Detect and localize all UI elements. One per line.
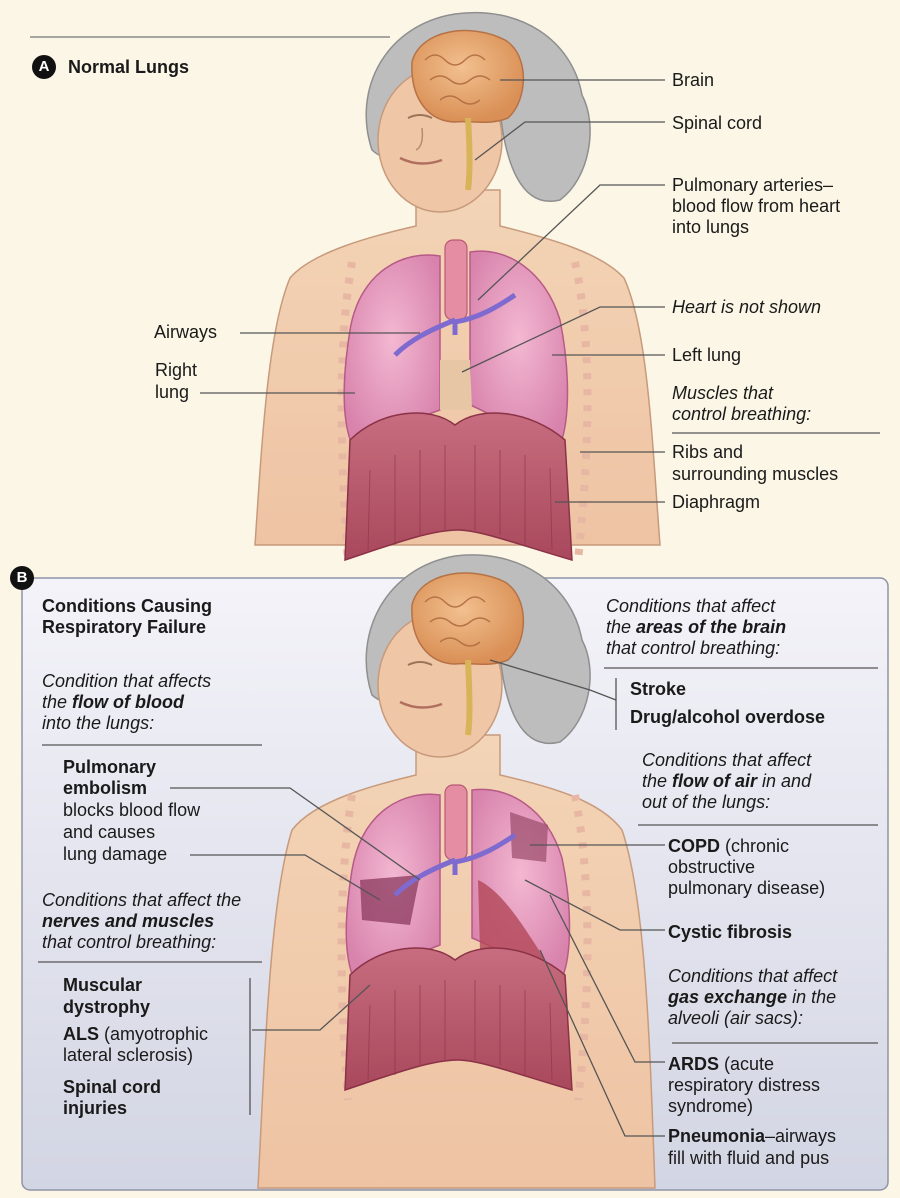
label-pulmonary-arteries-1: Pulmonary arteries– xyxy=(672,175,834,195)
cystic-fibrosis-label: Cystic fibrosis xyxy=(668,922,793,942)
nerves-header-1: Conditions that affect the xyxy=(42,890,242,910)
blood-flow-header-3: into the lungs: xyxy=(42,713,155,733)
air-flow-header-2: the flow of air in and xyxy=(642,771,812,791)
gas-exchange-header-3: alveoli (air sacs): xyxy=(668,1008,804,1028)
label-airways: Airways xyxy=(154,322,218,342)
pulmonary-embolism-title-2: embolism xyxy=(63,778,148,798)
label-muscles-header-2: control breathing: xyxy=(672,404,812,424)
panel-a-badge: A xyxy=(32,55,56,79)
gas-exchange-header-1: Conditions that affect xyxy=(668,966,838,986)
spinal-cord-injuries-1: Spinal cord xyxy=(63,1077,162,1097)
panel-a-title: Normal Lungs xyxy=(68,57,190,77)
copd-line-1: COPD (chronic xyxy=(668,836,790,856)
ribs-b xyxy=(337,794,592,1101)
diaphragm-b xyxy=(344,947,573,1092)
label-spinal-cord: Spinal cord xyxy=(672,113,763,133)
muscular-dystrophy-1: Muscular xyxy=(63,975,143,995)
label-diaphragm: Diaphragm xyxy=(672,492,761,512)
label-pulmonary-arteries-2: blood flow from heart xyxy=(672,196,841,216)
copd-line-3: pulmonary disease) xyxy=(668,878,826,898)
blood-flow-header-1: Condition that affects xyxy=(42,671,212,691)
pneumonia-line-1: Pneumonia–airways xyxy=(668,1126,837,1146)
pulmonary-arteries-a xyxy=(393,292,517,357)
muscular-dystrophy-2: dystrophy xyxy=(63,997,151,1017)
trachea-b xyxy=(444,784,468,861)
mediastinum-a xyxy=(440,360,472,410)
label-brain: Brain xyxy=(672,70,715,90)
spinal-cord-injuries-2: injuries xyxy=(63,1098,128,1118)
figure-a xyxy=(254,11,661,562)
overdose-label: Drug/alcohol overdose xyxy=(630,707,826,727)
pneumonia-fluid xyxy=(478,880,545,960)
figure-b xyxy=(257,554,656,1189)
stroke-label: Stroke xyxy=(630,679,687,699)
label-muscles-header-1: Muscles that xyxy=(672,383,774,403)
nerves-header-3: that control breathing: xyxy=(42,932,217,952)
panel-b-title-1: Conditions Causing xyxy=(42,596,212,616)
label-pulmonary-arteries-3: into lungs xyxy=(672,217,750,237)
air-flow-header-3: out of the lungs: xyxy=(642,792,771,812)
pulmonary-embolism-desc-3: lung damage xyxy=(63,844,168,864)
diaphragm-a xyxy=(344,412,573,562)
brain-areas-header-1: Conditions that affect xyxy=(606,596,776,616)
nerves-header-2: nerves and muscles xyxy=(42,911,215,931)
blood-flow-header-2: the flow of blood xyxy=(42,692,184,712)
copd-damage xyxy=(510,812,548,862)
ards-line-1: ARDS (acute xyxy=(668,1054,775,1074)
panel-b-title-2: Respiratory Failure xyxy=(42,617,207,637)
spinal-cord-b xyxy=(465,659,473,736)
leaders-a xyxy=(200,79,880,503)
brain-b xyxy=(411,572,525,666)
gas-exchange-header-2: gas exchange in the xyxy=(668,987,837,1007)
pulmonary-arteries-b xyxy=(393,832,517,897)
pulmonary-embolism-title-1: Pulmonary xyxy=(63,757,157,777)
ards-line-3: syndrome) xyxy=(668,1096,754,1116)
als-line-2: lateral sclerosis) xyxy=(63,1045,194,1065)
label-ribs-2: surrounding muscles xyxy=(672,464,839,484)
brain-areas-header-3: that control breathing: xyxy=(606,638,781,658)
ards-line-2: respiratory distress xyxy=(668,1075,821,1095)
panel-b-badge: B xyxy=(10,566,34,590)
label-left-lung: Left lung xyxy=(672,345,742,365)
air-flow-header-1: Conditions that affect xyxy=(642,750,812,770)
copd-line-2: obstructive xyxy=(668,857,756,877)
label-ribs-1: Ribs and xyxy=(672,442,744,462)
pulmonary-embolism-desc-1: blocks blood flow xyxy=(63,800,201,820)
als-line-1: ALS (amyotrophic xyxy=(63,1024,209,1044)
brain-areas-header-2: the areas of the brain xyxy=(606,617,787,637)
label-heart-not-shown: Heart is not shown xyxy=(672,297,822,317)
pneumonia-line-2: fill with fluid and pus xyxy=(668,1148,830,1168)
leaders-b xyxy=(38,659,878,1137)
label-right-lung-2: lung xyxy=(155,382,190,402)
pulmonary-embolism-desc-2: and causes xyxy=(63,822,156,842)
trachea-a xyxy=(444,239,468,321)
brain-a xyxy=(411,29,525,124)
spinal-cord-a xyxy=(465,117,473,191)
label-right-lung-1: Right xyxy=(155,360,198,380)
